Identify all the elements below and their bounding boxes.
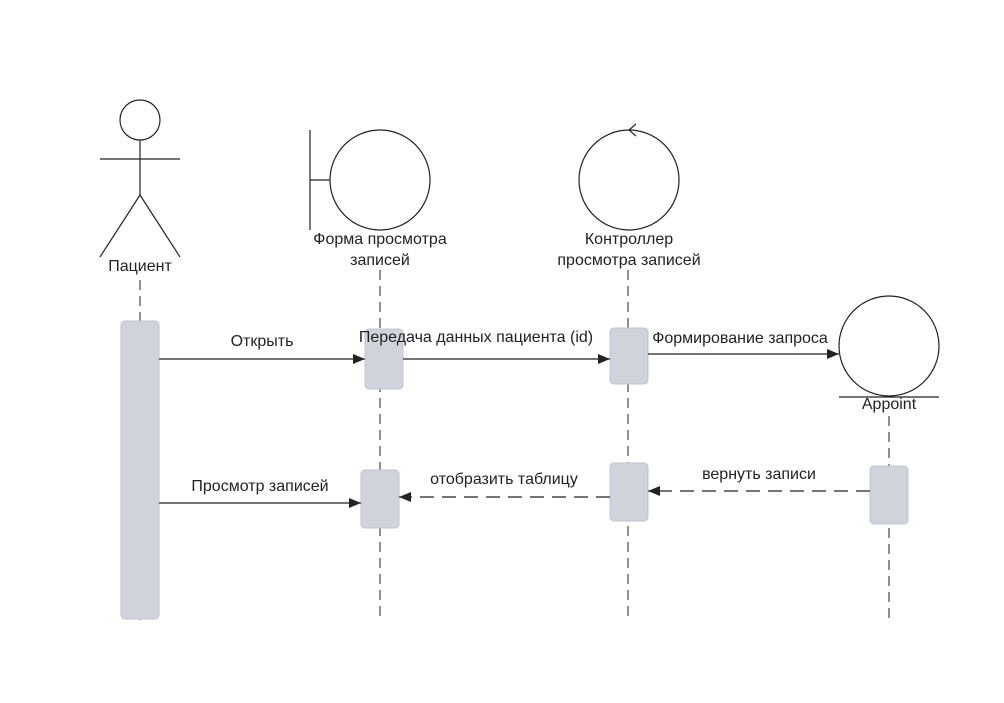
control-icon: [578, 123, 680, 231]
message-label-query: Формирование запроса: [652, 330, 828, 347]
message-label-show-table: отобразить таблицу: [430, 471, 578, 488]
activation-appoint: [869, 465, 909, 525]
boundary-label-line2: записей: [350, 252, 410, 269]
actor-label: Пациент: [108, 258, 172, 275]
boundary-label: Форма просмотра записей: [313, 229, 446, 271]
control-label-line2: просмотра записей: [557, 252, 701, 269]
message-label-view: Просмотр записей: [191, 478, 329, 495]
control-label-line1: Контроллер: [584, 231, 674, 248]
activation-patient: [120, 320, 160, 620]
entity-icon: [838, 295, 940, 398]
actor-icon: [99, 99, 181, 258]
activation-controller-2: [609, 462, 649, 522]
boundary-label-line1: Форма просмотра: [313, 231, 447, 248]
message-label-return-records: вернуть записи: [702, 466, 816, 483]
control-label: Контроллер просмотра записей: [557, 229, 700, 271]
message-label-transfer: Передача данных пациента (id): [358, 329, 594, 346]
entity-label: Appoint: [861, 396, 917, 413]
message-label-open: Открыть: [230, 333, 294, 350]
activation-form-2: [360, 469, 400, 529]
boundary-icon: [309, 129, 431, 231]
activation-controller-1: [609, 327, 649, 385]
